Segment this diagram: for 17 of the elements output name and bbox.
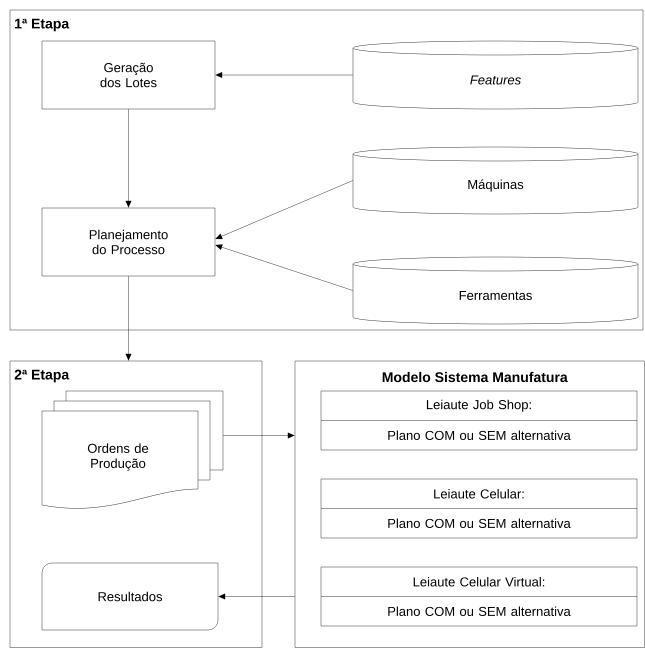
- layout-box: Leiaute Job Shop: Plano COM ou SEM alternativa: [320, 390, 638, 450]
- layout-box: Leiaute Celular Virtual: Plano COM ou SEM alternativa: [320, 566, 638, 626]
- database-cylinder: Máquinas: [352, 146, 638, 214]
- arrow: [215, 180, 353, 240]
- arrow: [126, 109, 132, 208]
- arrow: [218, 594, 295, 600]
- process-box: Geração dos Lotes: [42, 40, 216, 110]
- database-cylinder: Features: [352, 40, 638, 110]
- arrow: [216, 72, 353, 78]
- terminal-box: Resultados: [42, 562, 218, 630]
- arrow: [215, 244, 353, 291]
- database-cylinder: Ferramentas: [352, 256, 638, 324]
- arrow: [126, 276, 132, 360]
- arrow: [223, 432, 294, 438]
- process-box: Planejamento do Processo: [42, 208, 216, 276]
- document-stack: Ordens de Produção: [42, 390, 224, 509]
- layout-box: Leiaute Celular: Plano COM ou SEM alternativa: [320, 478, 638, 538]
